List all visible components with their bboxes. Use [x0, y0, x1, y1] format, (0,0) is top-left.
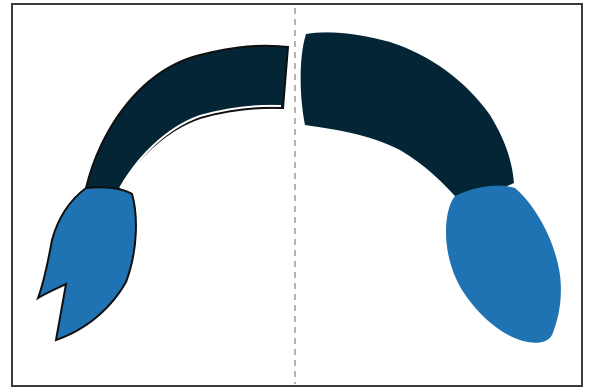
diagram-svg: [0, 0, 591, 392]
diagram-canvas: [0, 0, 591, 392]
